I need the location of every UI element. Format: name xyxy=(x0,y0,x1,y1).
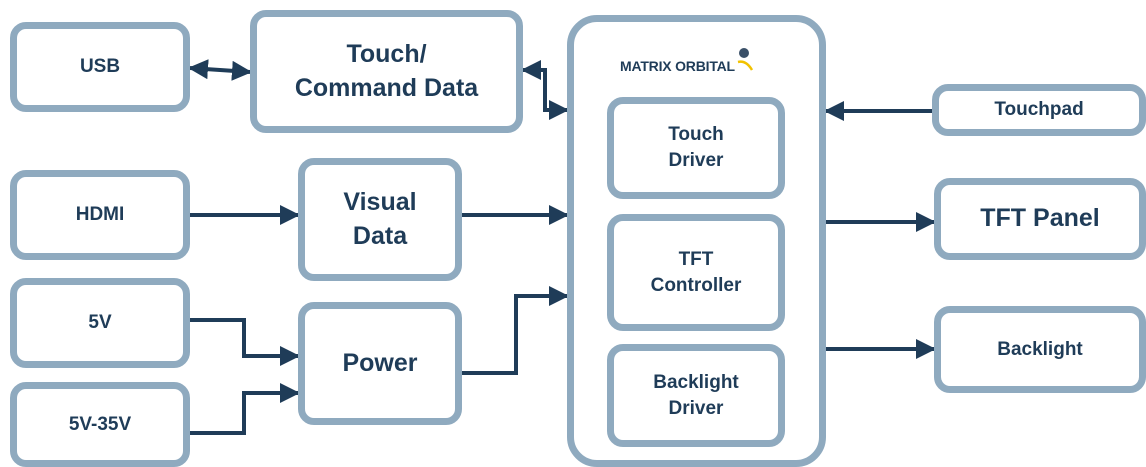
touch-command-line2: Command Data xyxy=(294,73,479,102)
tft-controller-line1: TFT xyxy=(678,248,714,270)
logo-text: MATRIX ORBITAL xyxy=(620,58,735,74)
usb-touch-arrow xyxy=(188,59,252,81)
touch-command-line1: Touch/ xyxy=(346,39,427,68)
5v-box: 5V xyxy=(10,278,190,368)
orb-icon xyxy=(737,48,753,71)
hdmi-label: HDMI xyxy=(75,204,125,226)
touchpad-label: Touchpad xyxy=(994,99,1084,121)
hdmi-box: HDMI xyxy=(10,170,190,260)
touch-matrix-arrow xyxy=(521,60,569,120)
backlight-driver-box: Backlight Driver xyxy=(607,344,785,447)
touch-driver-box: Touch Driver xyxy=(607,97,785,199)
usb-box: USB xyxy=(10,22,190,112)
tft-panel-box: TFT Panel xyxy=(934,178,1146,260)
visual-data-box: Visual Data xyxy=(298,158,462,281)
touch-driver-line1: Touch xyxy=(668,124,724,146)
touch-driver-line2: Driver xyxy=(668,150,724,171)
power-matrix-arrow xyxy=(462,286,569,375)
tft-controller-box: TFT Controller xyxy=(607,214,785,331)
matrix-orbital-logo: MATRIX ORBITAL xyxy=(620,48,756,74)
power-box: Power xyxy=(298,302,462,425)
backlight-box: Backlight xyxy=(934,306,1146,393)
usb-label: USB xyxy=(79,56,121,78)
backlight-label: Backlight xyxy=(997,338,1083,360)
power-label: Power xyxy=(342,348,418,377)
tft-panel-label: TFT Panel xyxy=(980,204,1100,233)
5v-35v-label: 5V-35V xyxy=(68,413,132,435)
tft-controller-line2: Controller xyxy=(650,274,742,296)
v5-35-power-arrow xyxy=(190,383,300,435)
visual-line1: Visual xyxy=(343,187,417,216)
v5-power-arrow xyxy=(190,318,300,366)
5v-35v-box: 5V-35V xyxy=(10,382,190,467)
visual-line2: Data xyxy=(352,221,408,250)
5v-label: 5V xyxy=(88,312,112,334)
touch-command-data-box: Touch/ Command Data xyxy=(250,10,523,133)
touchpad-box: Touchpad xyxy=(932,84,1146,136)
backlight-driver-line2: Driver xyxy=(668,397,724,419)
backlight-driver-line1: Backlight xyxy=(653,371,739,393)
